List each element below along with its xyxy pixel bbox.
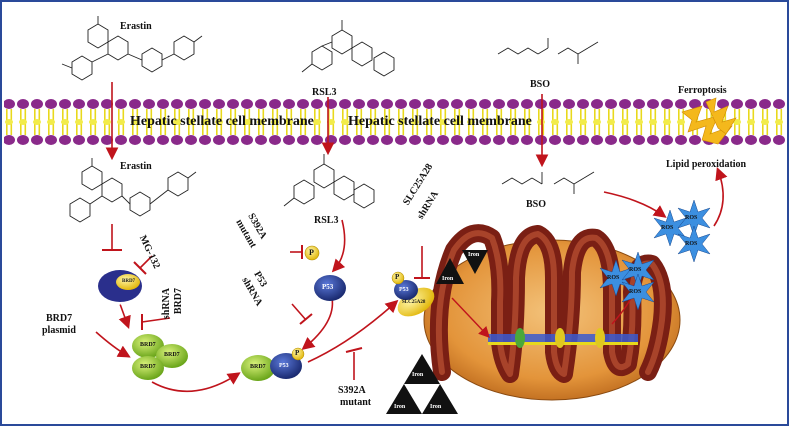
iron-label-top-1: Iron (442, 276, 454, 282)
peroxisome-to-brd7-arrow (118, 303, 131, 330)
brd7-shrna-inhibit-line (141, 317, 171, 323)
complex-p53-label: P53 (279, 363, 289, 369)
inner-membrane-etc (488, 328, 638, 348)
iron-label-bottom-3: Iron (430, 404, 442, 410)
brd7-to-complex-arrow (151, 372, 241, 393)
bso-label-mid: BSO (526, 199, 547, 210)
iron-flow-arrow (451, 297, 490, 339)
rsl3-structure-mid (283, 154, 375, 209)
phospho-top-label: P (309, 248, 314, 257)
complex-to-mito-arrow (307, 299, 399, 363)
bso-label-top: BSO (530, 79, 551, 90)
iron-label-bottom-1: Iron (412, 372, 424, 378)
erastin-structure-mid (69, 158, 197, 223)
slc-p-label: P (395, 273, 400, 281)
ros-label-3: ROS (685, 241, 698, 247)
p53-to-complex-arrow (301, 297, 334, 351)
p53-shrna-inhibit (291, 303, 307, 321)
bso-structure-mid (501, 171, 595, 194)
mitochondrion (423, 224, 681, 401)
brd7-shrna-label-a: BRD7 (173, 288, 184, 315)
cell-membrane (4, 99, 787, 147)
plasmid-arrow (95, 331, 131, 358)
brd7-cluster-label-3: BRD7 (140, 364, 156, 370)
ferroptosis-burst (681, 97, 737, 145)
brd7-p53-complex (241, 347, 305, 381)
ros-to-lipid-arrow (713, 167, 728, 227)
lipid-peroxidation-label: Lipid peroxidation (666, 159, 747, 170)
s392a-bottom-label-b: mutant (340, 397, 372, 408)
rsl3-structure-top (301, 20, 395, 77)
peroxisome-brd7-label: BRD7 (122, 279, 136, 284)
peroxisome-label: Peroxisome (102, 302, 127, 307)
erastin-label-top: Erastin (120, 21, 152, 32)
ros-label-5: ROS (629, 267, 642, 273)
iron-triangle-bottom (386, 354, 458, 414)
erastin-label-mid: Erastin (120, 161, 152, 172)
complex-brd7-label: BRD7 (250, 364, 266, 370)
iron-label-top-2: Iron (468, 252, 480, 258)
brd7-cluster-label-2: BRD7 (164, 352, 180, 358)
brd7-plasmid-label-b: plasmid (42, 325, 76, 336)
ros-cluster-inner (599, 251, 655, 311)
slc25a28-transporter (391, 271, 435, 317)
bso-structure-top (497, 38, 599, 64)
rsl3-to-p53-arrow (331, 219, 346, 273)
p53-mid-label: P53 (322, 283, 334, 291)
p53-protein-mid (314, 275, 346, 301)
iron-triangle-top (436, 250, 488, 284)
ferroptosis-label: Ferroptosis (678, 85, 727, 96)
rsl3-label-mid: RSL3 (314, 215, 339, 226)
bso-to-ros-arrow (603, 191, 667, 218)
ros-label-4: ROS (607, 275, 620, 281)
membrane-label-right: Hepatic stellate cell membrane (348, 114, 532, 129)
complex-p-label: P (295, 349, 300, 357)
slc-p53-label: P53 (399, 287, 409, 293)
peroxisome (98, 270, 142, 302)
ros-label-2: ROS (685, 215, 698, 221)
brd7-cluster (132, 334, 188, 380)
mg132-inhibit-line (139, 255, 153, 269)
membrane-label-left: Hepatic stellate cell membrane (130, 114, 314, 129)
ros-label-1: ROS (661, 225, 674, 231)
rsl3-label-top: RSL3 (312, 87, 337, 98)
ros-label-6: ROS (629, 289, 642, 295)
erastin-structure-top (61, 16, 203, 81)
slc-transporter-label: SLC25A28 (402, 300, 426, 305)
s392a-bottom-label-a: S392A (338, 385, 366, 396)
iron-label-bottom-2: Iron (394, 404, 406, 410)
phospho-top (304, 245, 320, 261)
brd7-cluster-label-1: BRD7 (140, 342, 156, 348)
brd7-plasmid-label-a: BRD7 (46, 313, 73, 324)
brd7-shrna-label-b: shRNA (161, 288, 172, 320)
ros-cluster-outer (653, 199, 711, 263)
